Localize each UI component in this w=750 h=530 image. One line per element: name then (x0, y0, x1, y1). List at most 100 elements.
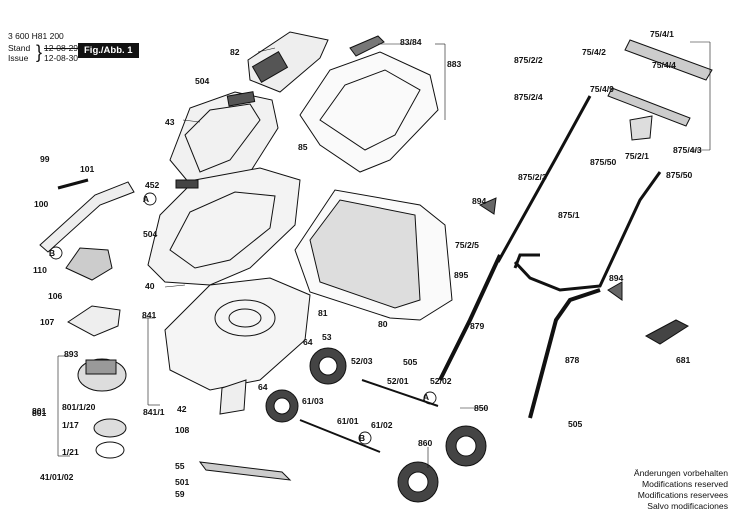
part-callout-label: 110 (33, 265, 47, 275)
part-callout-label: 40 (145, 281, 155, 291)
part-callout-label: 801/1/20 (62, 402, 96, 412)
part-894-knob-shape (478, 197, 623, 301)
issue-label: Issue (8, 53, 29, 63)
part-callout-label: 452 (145, 180, 160, 190)
part-80-grassbox-shape (294, 189, 453, 321)
part-callout-label: 61/02 (371, 420, 393, 430)
part-callout-label: 106 (48, 291, 63, 301)
part-883-handle-cover-shape (299, 35, 439, 173)
callout-labels: 8283/84883504438599101100452A504B1104010… (32, 29, 702, 499)
part-82-cover-shape (247, 31, 329, 93)
issue-date: 12-08-30 (44, 53, 79, 63)
part-callout-label: 860 (418, 438, 433, 448)
part-callout-label: 875/1 (558, 210, 580, 220)
part-callout-label: 42 (177, 404, 187, 414)
part-callout-label: 53 (322, 332, 332, 342)
ref-marker-shapes (49, 192, 437, 445)
part-callout-label: 893 (64, 349, 79, 359)
part-callout-label: 52/02 (430, 376, 452, 386)
figure-badge: Fig./Abb. 1 (78, 43, 139, 58)
handle-lower-879-shape (438, 254, 502, 381)
wheel-front-right-shape (445, 425, 487, 467)
leader-lines (57, 41, 711, 468)
modification-notes: Änderungen vorbehalten Modifications res… (634, 468, 728, 512)
part-callout-label: 61/01 (337, 416, 359, 426)
part-callout-label: 108 (175, 425, 190, 435)
part-callout-label: 80 (378, 319, 388, 329)
part-callout-label: 895 (454, 270, 469, 280)
brace-glyph: } (36, 42, 43, 62)
part-callout-label: 879 (470, 321, 485, 331)
wheel-front-left-shape (397, 461, 439, 503)
part-callout-label: 99 (40, 154, 50, 164)
part-callout-label: 850 (474, 403, 489, 413)
part-callout-label: 41/01/02 (40, 472, 74, 482)
part-callout-label: 52/03 (351, 356, 373, 366)
part-callout-label: 52/01 (387, 376, 409, 386)
part-75-4-bar-shape (607, 39, 713, 141)
part-callout-label: 75/2/1 (625, 151, 649, 161)
part-callout-label: 801 (32, 406, 47, 416)
part-callout-label: 878 (565, 355, 580, 365)
handle-875-1-shape (513, 171, 662, 292)
part-callout-label: 841 (142, 310, 157, 320)
part-callout-label: 841/1 (143, 407, 165, 417)
part-callout-label: 875/2/2 (514, 55, 543, 65)
part-callout-label: 883 (447, 59, 462, 69)
part-callout-label: 501 (175, 477, 190, 487)
part-121-fan-shape (93, 418, 127, 459)
part-callout-label: 504 (143, 229, 158, 239)
part-callout-label: 75/2/5 (455, 240, 479, 250)
part-callout-label: 81 (318, 308, 328, 318)
note-line: Änderungen vorbehalten (633, 468, 728, 478)
part-callout-label: 64 (303, 337, 313, 347)
part-callout-label: 894 (472, 196, 487, 206)
part-callout-label: 1/21 (62, 447, 79, 457)
wheel-rear-right-shape (309, 347, 347, 385)
part-107-tray-shape (67, 305, 121, 337)
handle-lower-878-shape (528, 288, 601, 419)
part-55-blade-shape (198, 461, 292, 481)
part-callout-label: 801 (32, 408, 47, 418)
part-callout-label: 101 (80, 164, 95, 174)
part-841-lower-deck-shape (164, 277, 311, 391)
part-callout-label: 100 (34, 199, 49, 209)
part-681-clip-shape (644, 319, 690, 345)
part-callout-label: 505 (403, 357, 418, 367)
part-callout-label: 1/17 (62, 420, 79, 430)
part-callout-label: 61/03 (302, 396, 324, 406)
part-number: 3 600 H81 200 (8, 31, 64, 41)
part-callout-label: 875/50 (590, 157, 617, 167)
note-line: Salvo modificaciones (647, 501, 728, 511)
part-42-flap-shape (219, 379, 247, 415)
part-callout-label: 85 (298, 142, 308, 152)
part-893-motor-shape (77, 358, 127, 392)
part-callout-label: 875/2/3 (518, 172, 547, 182)
part-callout-label: 55 (175, 461, 185, 471)
ref-marker-label: B (359, 433, 365, 443)
ref-marker-label: A (423, 392, 429, 402)
note-line: Modifications reservees (637, 490, 728, 500)
part-callout-label: 875/2/4 (514, 92, 543, 102)
ref-marker-label: B (49, 248, 55, 258)
part-101-lever-shape (39, 181, 135, 253)
part-callout-label: 59 (175, 489, 185, 499)
part-callout-label: 107 (40, 317, 55, 327)
part-callout-label: 504 (195, 76, 210, 86)
part-callout-label: 43 (165, 117, 175, 127)
stand-label: Stand (8, 43, 31, 53)
wheel-rear-left-shape (265, 389, 299, 423)
part-callout-label: 82 (230, 47, 240, 57)
handle-upper-875-2-3-shape (496, 95, 592, 263)
part-callout-label: 75/4/4 (652, 60, 676, 70)
note-line: Modifications reserved (642, 479, 728, 489)
part-callout-label: 75/4/1 (650, 29, 674, 39)
part-callout-label: 875/50 (666, 170, 693, 180)
part-callout-label: 83/84 (400, 37, 422, 47)
part-110-flap-shape (65, 247, 113, 281)
part-callout-label: 875/4/3 (673, 145, 702, 155)
part-callout-label: 75/4/9 (590, 84, 614, 94)
part-callout-label: 75/4/2 (582, 47, 606, 57)
part-40-deck-shape (147, 167, 301, 286)
